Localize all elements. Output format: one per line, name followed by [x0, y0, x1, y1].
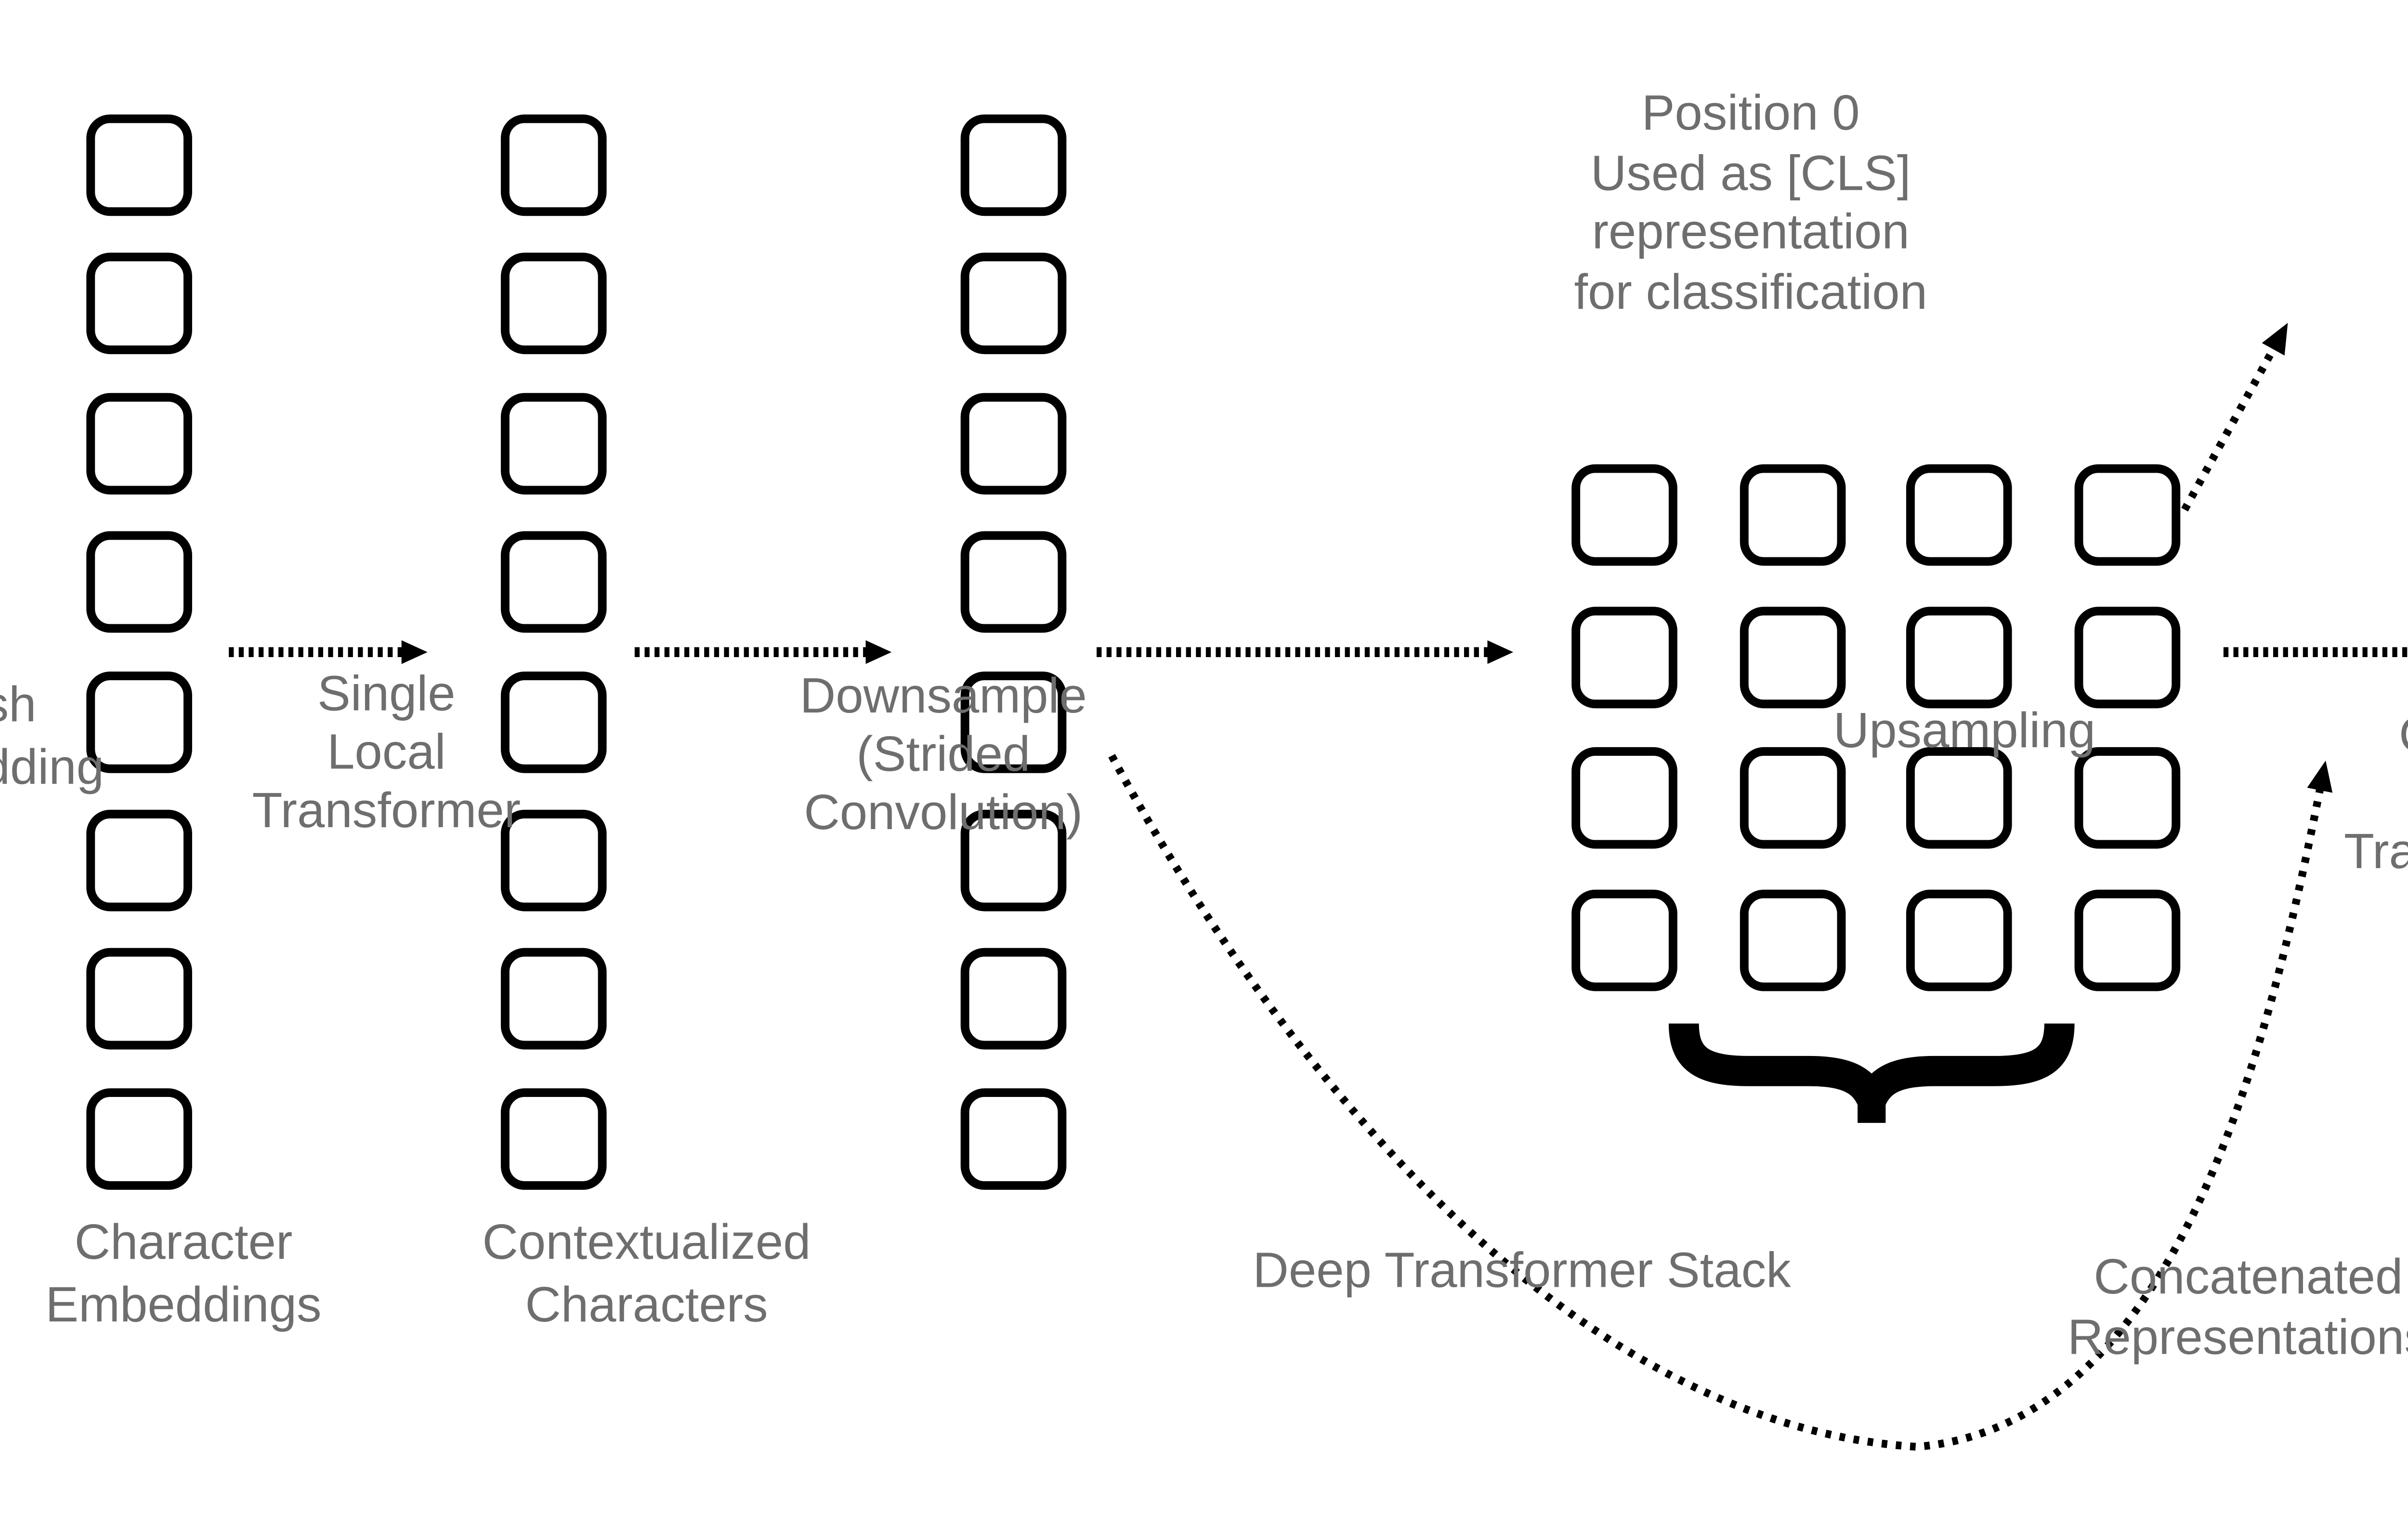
label-contextualized-characters: Contextualized Characters — [482, 1214, 811, 1333]
token-box — [960, 531, 1067, 634]
cls-position0-arrow — [2181, 323, 2288, 512]
grid-token-box — [2073, 606, 2179, 708]
token-box — [500, 253, 607, 355]
grid-token-box — [1571, 464, 1677, 566]
label-final-character-representation: Final Character Representation for Seque… — [2341, 1248, 2408, 1481]
column-contextualized-characters — [960, 114, 1067, 1189]
label-downsample-strided-convolution: Downsample (Strided Convolution) — [799, 667, 1087, 840]
token-box — [86, 114, 192, 216]
grid-token-box — [1739, 464, 1845, 566]
grid-token-box — [1906, 464, 2012, 566]
grid-token-box-position-0 — [2073, 464, 2179, 566]
label-concatenated-representations: Concatenated Representations — [2068, 1248, 2408, 1365]
token-box — [86, 949, 192, 1050]
token-box — [500, 949, 607, 1050]
grid-token-box — [2073, 748, 2179, 850]
grid-token-box — [1906, 606, 2012, 708]
underbrace-icon — [1668, 1023, 2075, 1123]
token-box — [86, 531, 192, 634]
grid-token-box — [2073, 890, 2179, 991]
token-box — [960, 809, 1067, 911]
grid-token-box — [1906, 890, 2012, 991]
token-box — [500, 392, 607, 494]
column-character-embeddings — [500, 114, 607, 1189]
label-single-local-transformer: Single Local Transformer — [252, 665, 521, 838]
token-box — [500, 1087, 607, 1189]
deep-transformer-grid — [1571, 464, 2179, 991]
grid-token-box — [1739, 606, 1845, 708]
grid-token-box — [1906, 748, 2012, 850]
grid-token-box — [1739, 748, 1845, 850]
grid-token-box — [1571, 606, 1677, 708]
token-box — [86, 253, 192, 355]
token-box — [500, 114, 607, 216]
token-box — [86, 392, 192, 494]
label-conv-single-transformer: Conv + Single Transformer — [2343, 706, 2408, 879]
label-hash-embedding: Hash Embedding — [0, 675, 104, 795]
label-character-embeddings: Character Embeddings — [45, 1214, 322, 1333]
grid-token-box — [1739, 890, 1845, 991]
token-box — [960, 671, 1067, 772]
token-box — [86, 1087, 192, 1189]
token-box — [960, 114, 1067, 216]
label-cls-annotation: Position 0 Used as [CLS] representation … — [1574, 84, 1927, 319]
token-box — [86, 671, 192, 772]
grid-token-box — [1571, 890, 1677, 991]
token-box — [960, 392, 1067, 494]
token-box — [86, 809, 192, 911]
token-box — [500, 809, 607, 911]
label-deep-transformer-stack: Deep Transformer Stack — [1253, 1241, 1791, 1298]
label-upsampling: Upsampling — [1833, 701, 2096, 758]
token-box — [960, 949, 1067, 1050]
grid-token-box — [1571, 748, 1677, 850]
token-box — [960, 253, 1067, 355]
token-box — [960, 1087, 1067, 1189]
column-codepoint-integers — [86, 114, 192, 1189]
token-box — [500, 671, 607, 772]
token-box — [500, 531, 607, 634]
